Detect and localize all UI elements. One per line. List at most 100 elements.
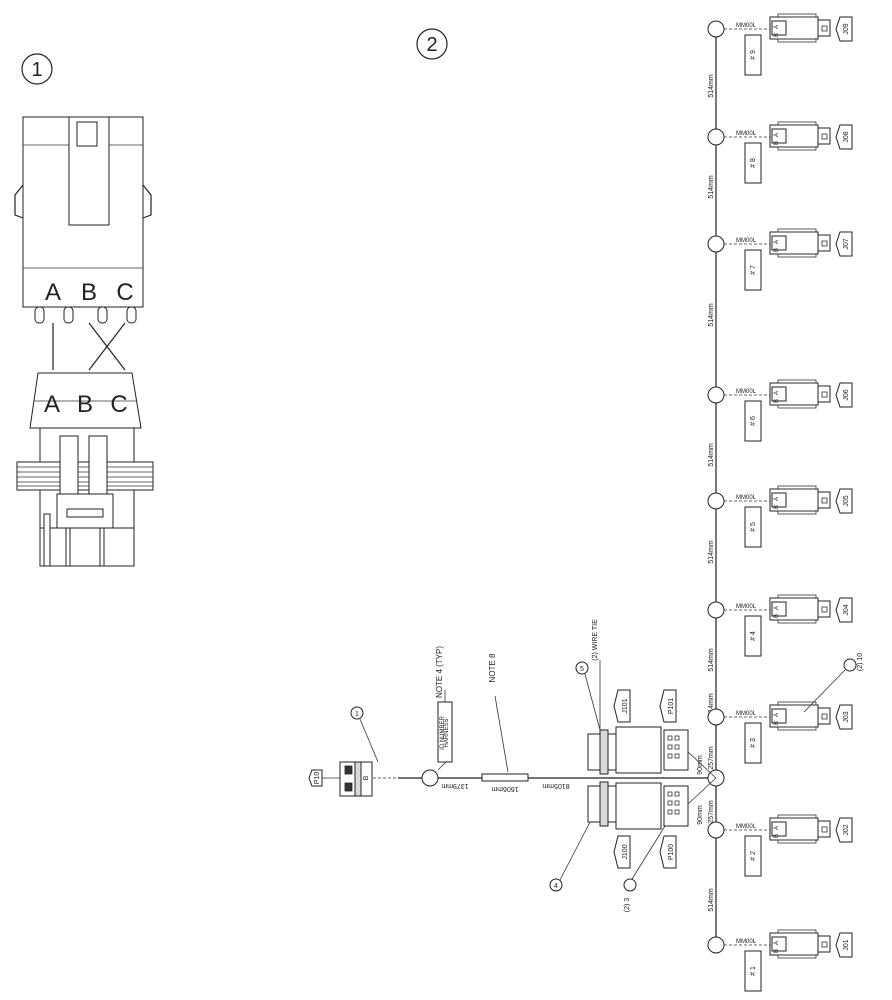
- branch-ref-flag: [835, 16, 853, 42]
- run-length-breakout: 8105mm: [542, 782, 569, 789]
- branch-node: [707, 821, 725, 839]
- j101-item-callout: 5: [580, 666, 584, 673]
- branch-tag-box: [744, 249, 762, 291]
- branch-node: [707, 128, 725, 146]
- branch-length: MM00L: [736, 389, 757, 395]
- branch-tag-box: [744, 722, 762, 764]
- p10-connector: P10 B 1: [308, 706, 379, 797]
- branch-node: [707, 936, 725, 954]
- branch-length: MM00L: [736, 939, 757, 945]
- branch-ref-flag: [835, 231, 853, 257]
- branch-node: [707, 386, 725, 404]
- p100-item-callout: (2) 3: [624, 898, 631, 913]
- branch-pin-a: A: [774, 133, 780, 137]
- detail-2-callout: 2: [426, 34, 437, 56]
- branch-tag-label: # 3: [750, 738, 757, 748]
- branch-tag-label: # 2: [750, 851, 757, 861]
- branch-ref-flag: [835, 124, 853, 150]
- branch-pin-a: A: [774, 713, 780, 717]
- branch-pin-b: B: [774, 721, 780, 725]
- p101-label: P101: [668, 698, 675, 714]
- branch-ref-label: J07: [843, 238, 850, 249]
- detail-1-callout-circle: [21, 53, 53, 85]
- branch-pin-a: A: [774, 391, 780, 395]
- branch-j09: MM00L AB J09 # 9: [707, 13, 853, 76]
- branch-tag-box: [744, 506, 762, 548]
- branch-tag-box: [744, 835, 762, 877]
- run-length-to-tag: 1379mm: [441, 782, 468, 789]
- j100-item-callout: 4: [554, 883, 558, 890]
- branch-j06: MM00L AB J06 # 6: [707, 379, 853, 442]
- branch-tag-label: # 9: [750, 50, 757, 60]
- branch-length: MM00L: [736, 711, 757, 717]
- branch-pin-a: A: [774, 826, 780, 830]
- branch-ref-flag: [835, 932, 853, 958]
- run-length-tube: 1606mm: [491, 785, 518, 792]
- branch-ref-flag: [835, 817, 853, 843]
- segment-length: 514mm: [708, 540, 715, 564]
- branch-length: MM00L: [736, 23, 757, 29]
- segment-length: 514mm: [708, 693, 715, 717]
- segment-length: 514mm: [708, 175, 715, 199]
- branch-node: [707, 708, 725, 726]
- j03-item-callout: (2) 10: [857, 653, 864, 671]
- branch-length: MM00L: [736, 238, 757, 244]
- branch-ref-flag: [835, 597, 853, 623]
- branch-ref-label: J02: [843, 824, 850, 835]
- detail-1-receptacle: A B C: [16, 372, 154, 567]
- branch-ref-label: J09: [843, 23, 850, 34]
- branch-ref-label: J06: [843, 389, 850, 400]
- branch-length: MM00L: [736, 131, 757, 137]
- branch-ref-label: J05: [843, 495, 850, 506]
- branch-node: [707, 235, 725, 253]
- j03-item-callout-group: (2) 10: [803, 653, 864, 713]
- branch-ref-label: J04: [843, 604, 850, 615]
- branch-pin-a: A: [774, 941, 780, 945]
- receptacle-pin-a: A: [44, 391, 60, 418]
- branch-ref-flag: [835, 488, 853, 514]
- branch-length: MM00L: [736, 604, 757, 610]
- branch-ref-label: J08: [843, 131, 850, 142]
- tag-line-1: HARNESS: [444, 718, 450, 747]
- detail-1-callout: 1: [31, 59, 42, 81]
- upper-lead-length: 90mm: [697, 755, 704, 775]
- branch-node: [707, 601, 725, 619]
- j101-p101-breakout: J101 P101 90mm 5 (2) WIRE TIE: [575, 619, 717, 779]
- p100-label: P100: [668, 844, 675, 860]
- plug-pin-b: B: [81, 279, 97, 306]
- branch-tag-label: # 8: [750, 158, 757, 168]
- branch-pin-b: B: [774, 248, 780, 252]
- branch-pin-a: A: [774, 606, 780, 610]
- branch-pin-b: B: [774, 399, 780, 403]
- segment-length: 514mm: [708, 74, 715, 98]
- segment-length: 514mm: [708, 888, 715, 912]
- receptacle-pin-b: B: [77, 391, 93, 418]
- branch-tag-label: # 1: [750, 966, 757, 976]
- branch-node: [707, 20, 725, 38]
- branch-pin-b: B: [774, 141, 780, 145]
- branch-tag-label: # 7: [750, 265, 757, 275]
- branch-pin-b: B: [774, 949, 780, 953]
- branch-pin-b: B: [774, 834, 780, 838]
- branch-pin-a: A: [774, 497, 780, 501]
- branch-tag-box: [744, 400, 762, 442]
- branch-tag-label: # 5: [750, 522, 757, 532]
- segment-length: 514mm: [708, 303, 715, 327]
- branch-tag-label: # 6: [750, 416, 757, 426]
- trunk-lengths: 514mm 514mm 514mm 514mm 514mm 514mm 514m…: [708, 74, 715, 912]
- branch-pin-a: A: [774, 25, 780, 29]
- sleeve-tube: [481, 773, 529, 782]
- wire-tie-label: (2) WIRE TIE: [592, 619, 599, 661]
- branch-length: MM00L: [736, 824, 757, 830]
- note-8: NOTE 8: [488, 653, 509, 773]
- svg-text:B: B: [363, 775, 370, 780]
- note-8-label: NOTE 8: [488, 653, 497, 682]
- branch-pin-b: B: [774, 33, 780, 37]
- segment-length: 514mm: [708, 648, 715, 672]
- branch-tag-box: [744, 142, 762, 184]
